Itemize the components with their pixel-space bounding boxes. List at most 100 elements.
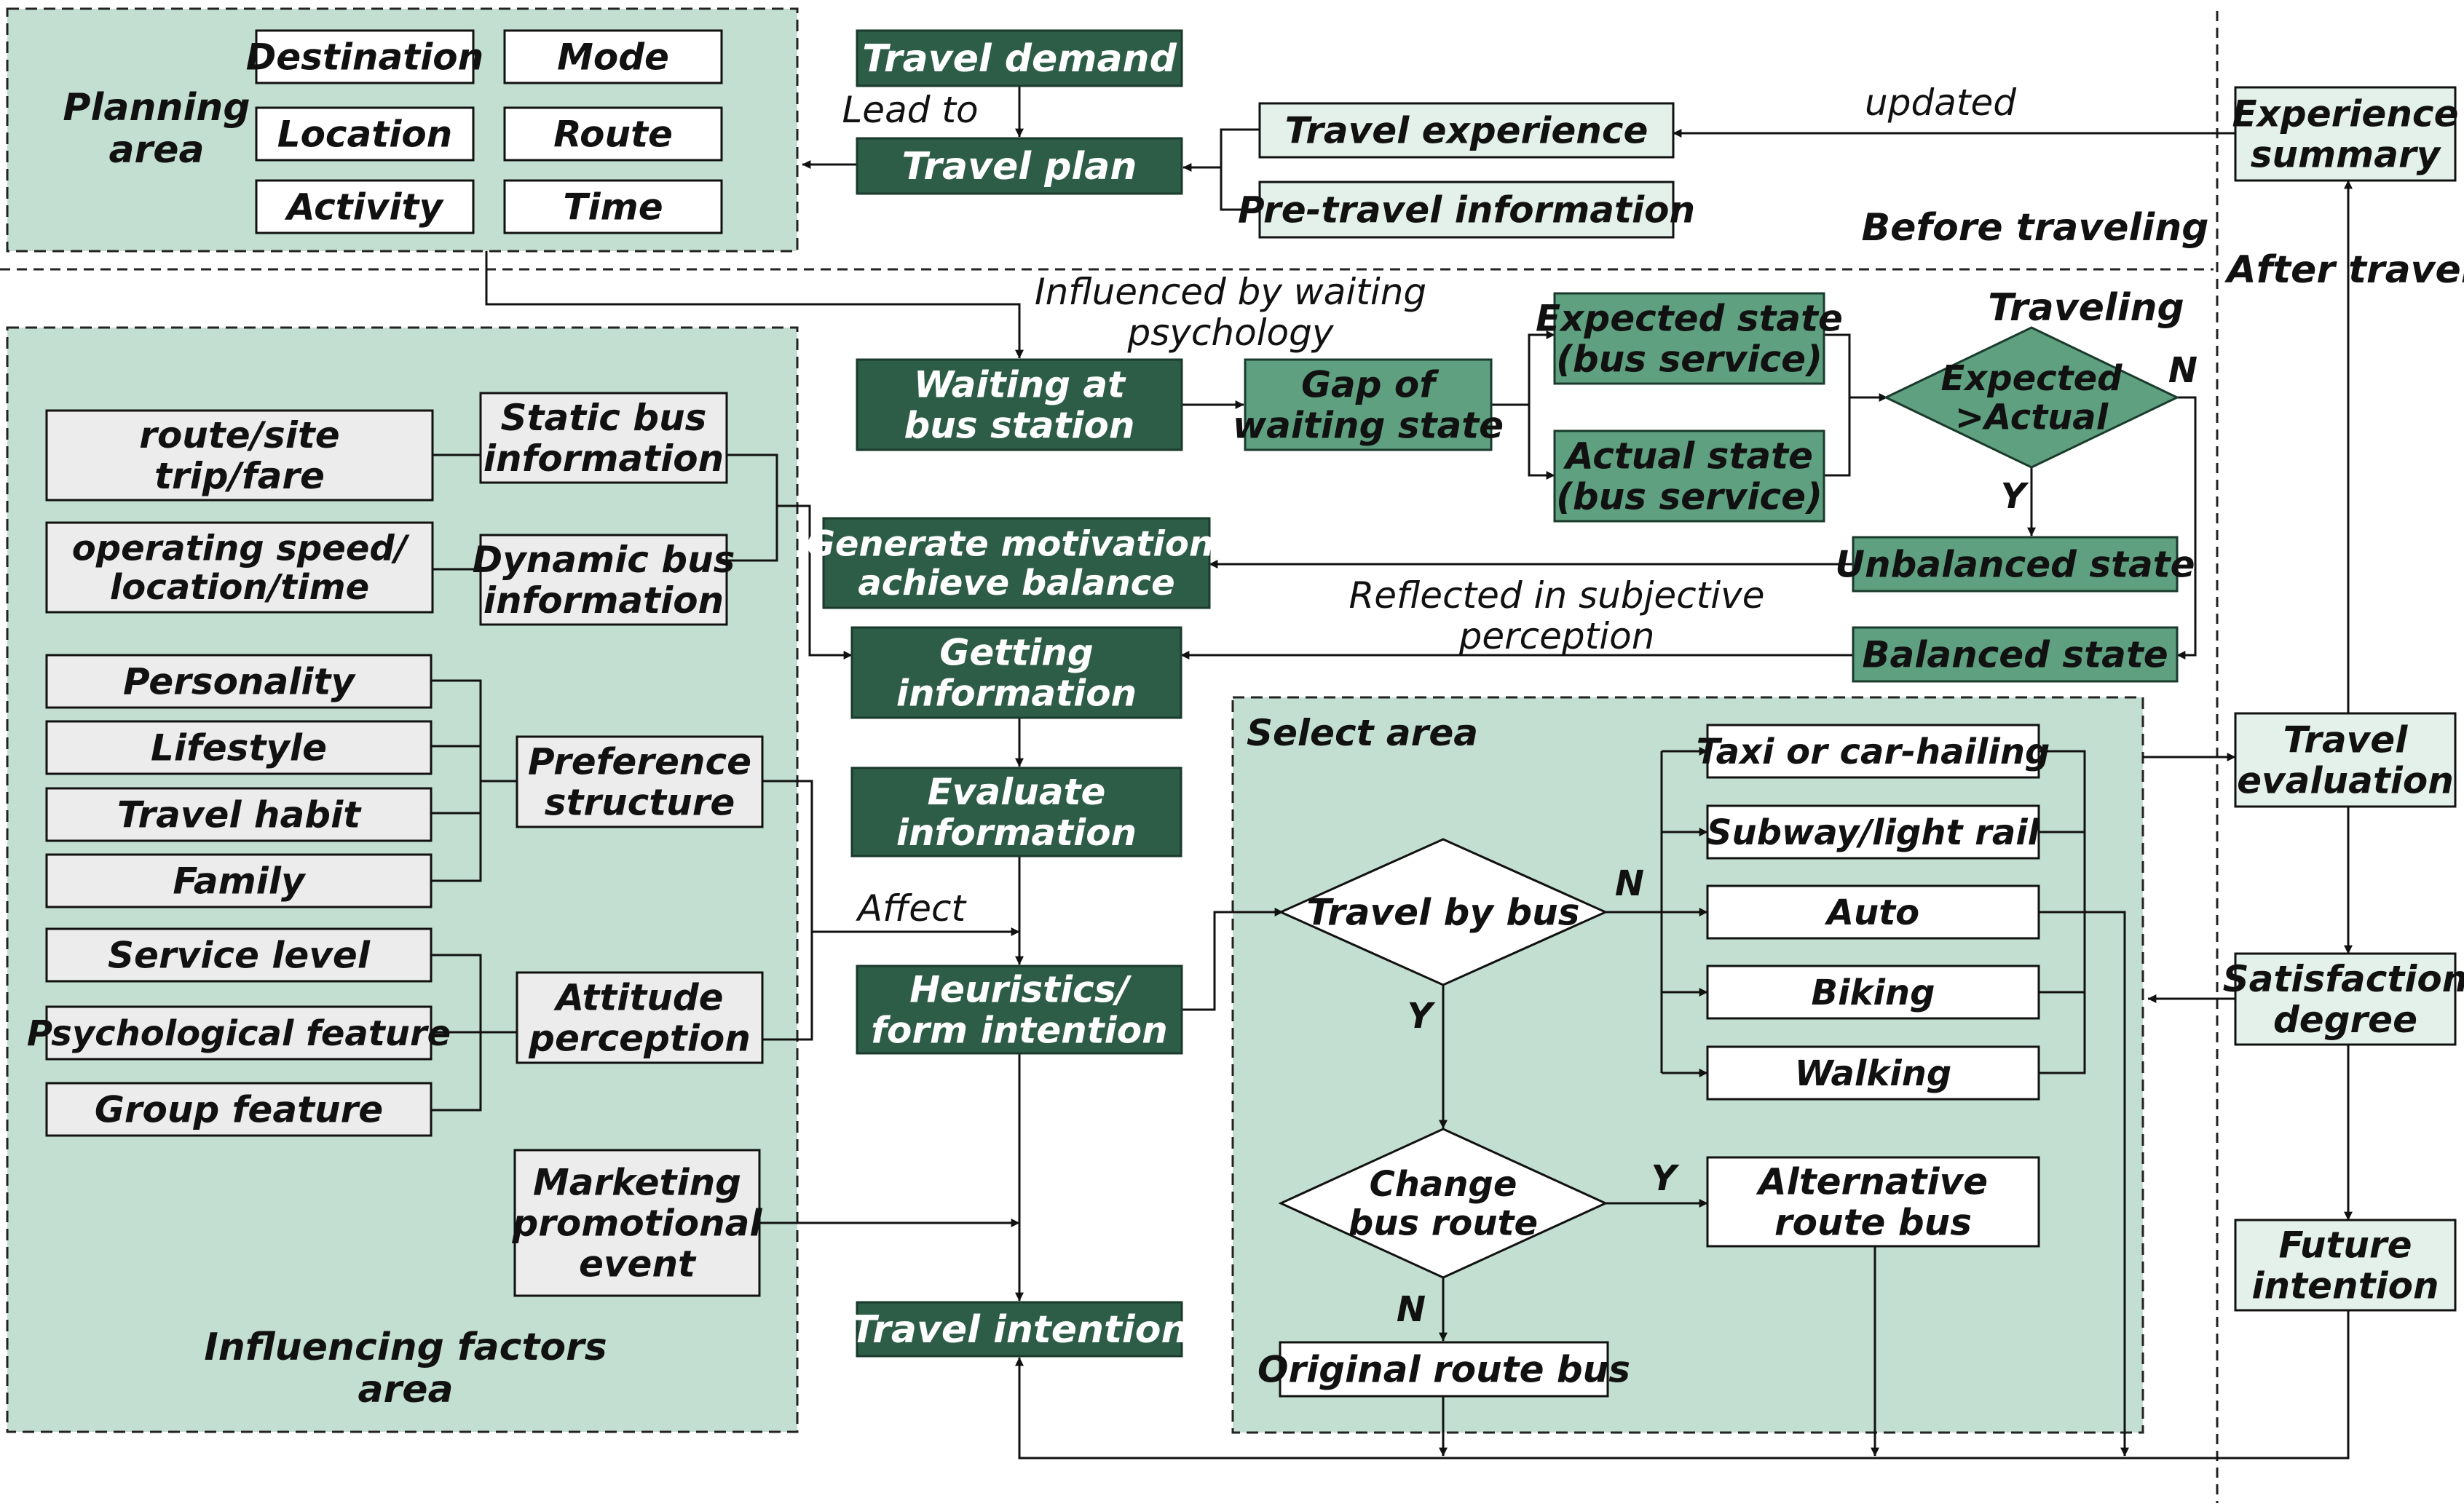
- mode-walking-label: Walking: [1795, 1053, 1951, 1094]
- planning-item-route: [503, 106, 723, 162]
- mode-taxi: [1706, 724, 2040, 779]
- family-box: [45, 853, 433, 908]
- mode-biking-label: Biking: [1812, 973, 1935, 1013]
- travel-by-bus-decision-label: Travel by bus: [1307, 892, 1580, 934]
- phase-traveling: Traveling: [1988, 286, 2184, 330]
- label-bus-no: N: [1615, 863, 1644, 904]
- expected-state-box-label: Expected state(bus service): [1536, 298, 1843, 381]
- phase-before: Before traveling: [1862, 206, 2209, 250]
- planning-item-mode: [503, 29, 723, 84]
- original-route-box: [1279, 1341, 1609, 1398]
- preference-box: [516, 735, 764, 828]
- label-change-yes: Y: [1651, 1158, 1680, 1199]
- travel-demand-box: [856, 29, 1183, 87]
- generate-motivation-box: [822, 517, 1211, 609]
- balanced-box: [1852, 626, 2179, 683]
- edge-decision-balanced: [2176, 396, 2197, 660]
- travel-plan-box-label: Travel plan: [902, 145, 1137, 189]
- expected-state-box: [1553, 292, 1825, 385]
- dynamic-info-box: [479, 534, 728, 626]
- expected-actual-decision: [1883, 326, 2180, 469]
- lifestyle-box: [45, 720, 433, 775]
- unbalanced-box-label: Unbalanced state: [1835, 544, 2195, 586]
- attitude-box: [516, 971, 764, 1064]
- psychological-box-label: Psychological feature: [27, 1013, 451, 1054]
- operating-speed-box-label: operating speed/location/time: [72, 528, 410, 608]
- operating-speed-box: [45, 521, 434, 614]
- edge-pref-att-join: [762, 780, 813, 1041]
- edge-auto-bottom: [2039, 911, 2129, 1457]
- heuristics-box-label: Heuristics/form intention: [871, 969, 1167, 1052]
- marketing-box: [513, 1149, 761, 1297]
- balanced-box-label: Balanced state: [1862, 634, 2168, 676]
- experience-summary-box: [2234, 86, 2457, 182]
- travel-habit-box: [45, 787, 433, 842]
- travel-demand-box-label: Travel demand: [862, 37, 1177, 81]
- mode-subway-label: Subway/light rail: [1707, 812, 2040, 853]
- planning-item-time: [503, 179, 723, 234]
- label-updated: updated: [1865, 82, 2016, 124]
- planning-item-activity: [255, 179, 475, 234]
- travel-evaluation-box: [2234, 712, 2457, 808]
- change-route-decision: [1278, 1128, 1608, 1279]
- service-level-box-label: Service level: [108, 935, 371, 977]
- phase-after: After travel: [2224, 248, 2464, 292]
- edge-gap-states: [1491, 330, 1555, 406]
- edge-static-dynamic-join: [727, 454, 778, 562]
- personality-box: [45, 654, 433, 709]
- mode-subway: [1706, 804, 2040, 860]
- planning-item-activity-label: Activity: [284, 186, 444, 229]
- waiting-box: [856, 358, 1183, 451]
- actual-state-box: [1553, 429, 1825, 523]
- planning-item-location-label: Location: [277, 114, 453, 156]
- generate-motivation-box-label: Generate motivation/achieve balance: [806, 523, 1229, 603]
- travel-intention-box-label: Travel intention: [851, 1308, 1188, 1352]
- travel-by-bus-decision: [1278, 838, 1608, 986]
- label-decision-yes: Y: [2001, 476, 2029, 517]
- personality-box-label: Personality: [123, 661, 356, 703]
- planning-item-route-label: Route: [553, 114, 673, 156]
- planning-item-destination-label: Destination: [246, 36, 484, 79]
- mode-taxi-label: Taxi or car-hailing: [1697, 732, 2050, 772]
- label-decision-no: N: [2168, 350, 2198, 391]
- edge-heuristics-travelbus: [1181, 908, 1284, 1011]
- planning-item-mode-label: Mode: [557, 36, 669, 79]
- travel-experience-box: [1258, 102, 1675, 159]
- unbalanced-box: [1852, 536, 2179, 593]
- actual-state-box-label: Actual state(bus service): [1556, 435, 1823, 518]
- select-area-title: Select area: [1247, 712, 1478, 754]
- mode-walking: [1706, 1045, 2040, 1101]
- route-site-box: [45, 409, 434, 502]
- edge-planning-waiting: [485, 251, 1024, 359]
- static-info-box: [479, 392, 728, 484]
- edge-states-decision: [1824, 333, 1851, 477]
- alternative-route-box: [1706, 1156, 2040, 1248]
- travel-experience-box-label: Travel experience: [1285, 110, 1648, 152]
- edge-experience-bracket: [1220, 128, 1260, 211]
- edge-bus-info-getting: [777, 504, 853, 660]
- label-lead-to: Lead to: [842, 89, 978, 131]
- group-feature-box-label: Group feature: [95, 1089, 383, 1131]
- heuristics-box: [856, 965, 1183, 1055]
- travel-habit-box-label: Travel habit: [117, 794, 362, 836]
- gap-box: [1244, 358, 1493, 451]
